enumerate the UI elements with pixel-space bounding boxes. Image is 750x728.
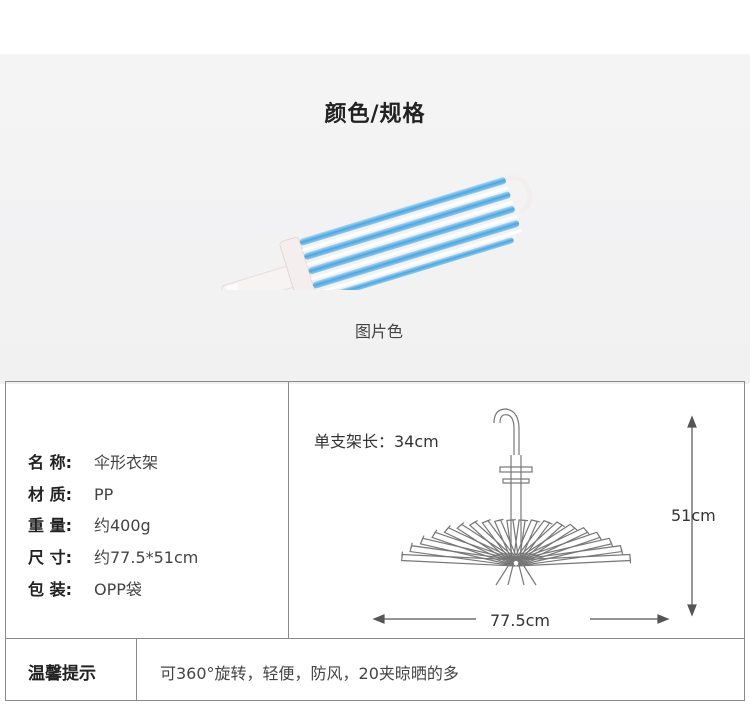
hanger-clip [410,542,413,549]
spec-value: 约77.5*51cm [94,548,199,567]
spec-row-material: 材 质: PP [28,481,113,505]
spec-row-packaging: 包 装: OPP袋 [28,576,142,600]
spec-value: 约400g [94,516,151,535]
tip-divider [136,638,137,701]
hanger-clip [484,518,491,523]
spec-value: PP [94,485,114,504]
hanger-clip [572,525,578,531]
hanger-clip [445,525,451,531]
hanger-spoke [515,553,631,567]
hanger-spoke [514,537,613,567]
spec-value: OPP袋 [94,580,142,599]
hanger-spoke [495,562,511,586]
hanger-spoke [507,562,515,586]
hanger-clip [559,523,566,528]
spec-label: 重 量: [28,516,72,535]
folded-hanger-image [221,175,533,290]
hanger-clip [421,535,425,542]
spec-row-name: 名 称: 伞形衣架 [28,449,158,473]
hanger-clip [472,519,478,525]
spec-row-weight: 重 量: 约400g [28,512,151,536]
spec-label: 包 装: [28,580,72,599]
hanger-clip [629,557,632,564]
hanger-clip [459,521,465,527]
hanger-clip [609,540,614,547]
hanger-spoke [517,562,525,586]
hanger-clip [497,518,504,522]
hanger-dimension-diagram [372,408,697,624]
hanger-clip [620,548,624,555]
rod-length-label: 单支架长：34cm [314,432,439,451]
hanger-spoke [431,531,518,567]
tip-box [5,638,745,701]
hanger-clip [534,520,541,523]
width-dimension-label: 77.5cm [490,611,551,630]
spec-label: 材 质: [28,485,72,504]
hanger-spoke [512,519,551,565]
color-caption: 图片色 [354,322,403,341]
tip-title: 温馨提示 [28,664,96,684]
hanger-clip [546,521,553,525]
spec-divider [288,381,289,639]
height-dimension-label: 51cm [671,506,716,525]
spec-value: 伞形衣架 [94,453,159,472]
hanger-clip [597,534,602,541]
color-spec-title: 颜色/规格 [324,102,426,127]
hanger-spoke [513,523,576,566]
spec-label: 名 称: [28,453,72,472]
hanger-spoke [521,562,537,586]
hanger-spoke [513,526,589,566]
spec-row-size: 尺 寸: 约77.5*51cm [28,544,198,568]
hanger-clip [401,551,404,558]
spec-label: 尺 寸: [28,548,72,567]
hanger-spoke [409,545,517,567]
hanger-clip [585,529,590,535]
hanger-clip [433,529,438,536]
tip-text: 可360°旋转，轻便，防风，20夹晾晒的多 [160,664,459,683]
